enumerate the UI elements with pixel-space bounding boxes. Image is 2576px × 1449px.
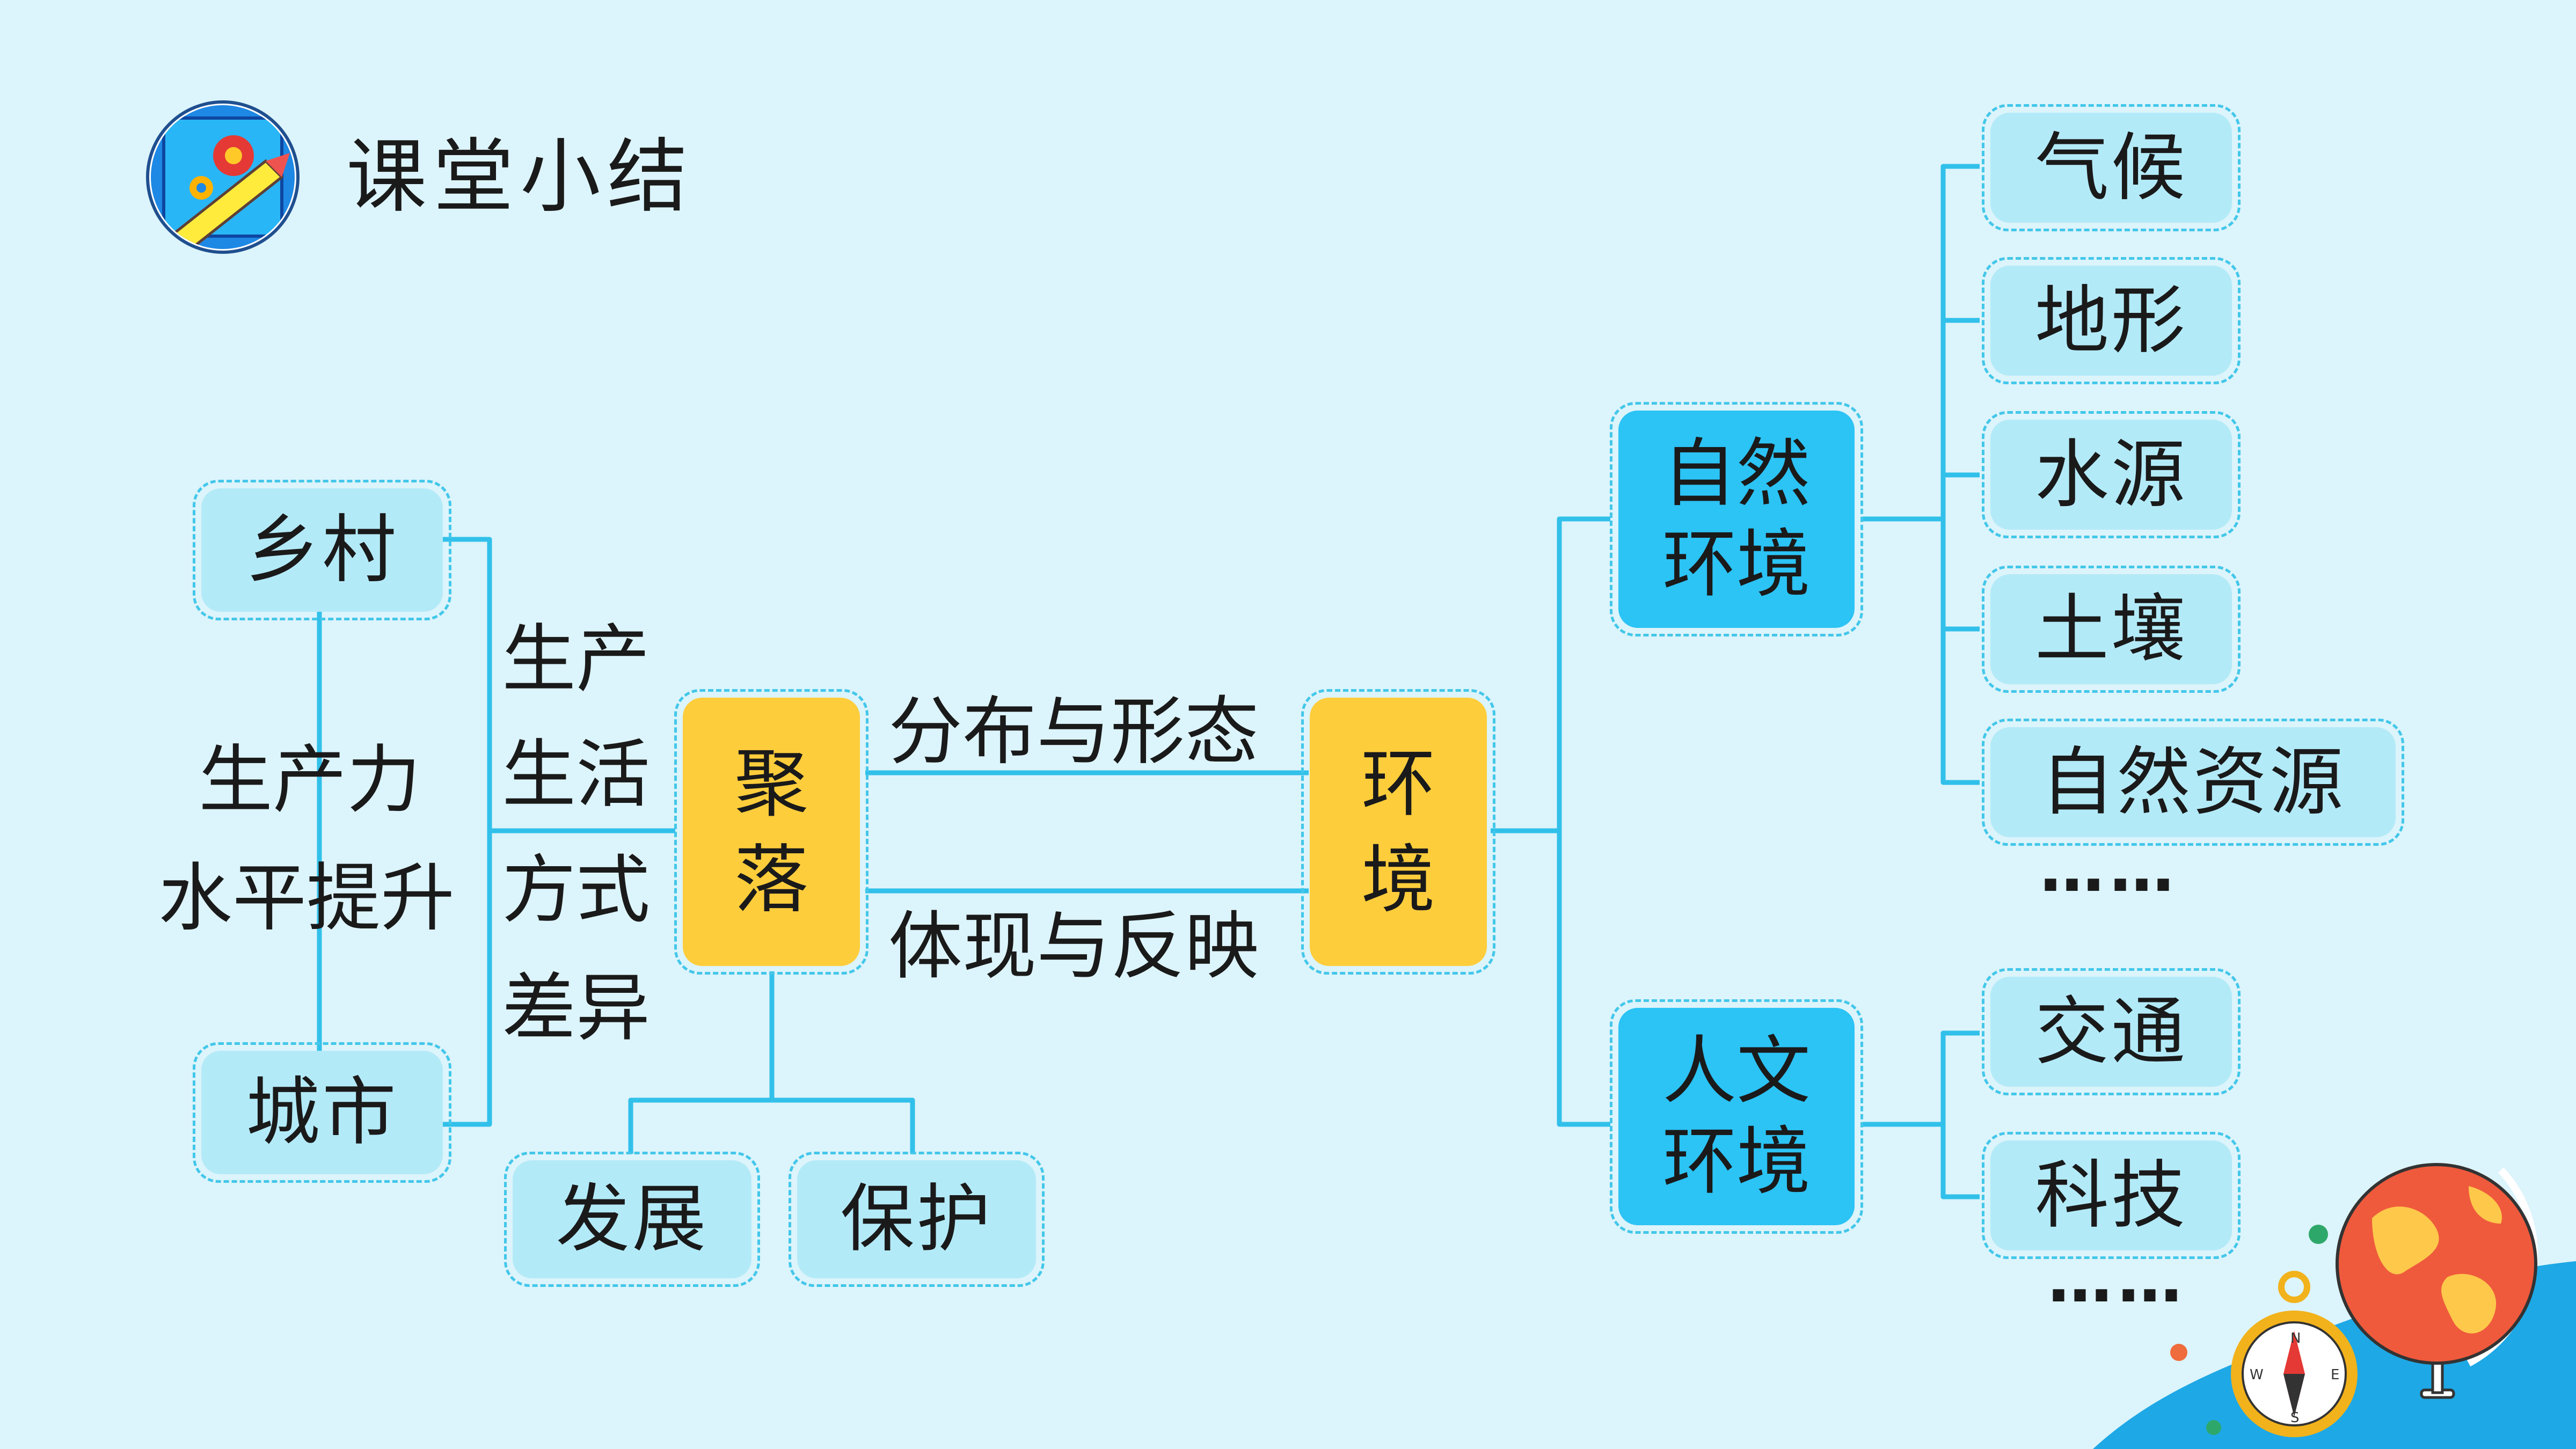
node-human-environment-label: 人文环境 xyxy=(1662,1028,1811,1205)
human-item-transport: 交通 xyxy=(1982,968,2241,1095)
difference-label-line2: 生活 xyxy=(502,731,651,818)
globe-icon xyxy=(2336,1163,2538,1399)
svg-text:W: W xyxy=(2250,1367,2264,1383)
svg-text:E: E xyxy=(2331,1367,2339,1383)
human-more-ellipsis: …… xyxy=(2048,1242,2187,1317)
node-develop: 发展 xyxy=(504,1152,760,1287)
node-environment: 环境 xyxy=(1301,689,1495,975)
natural-item-water: 水源 xyxy=(1982,411,2241,538)
natural-item-climate: 气候 xyxy=(1982,104,2241,231)
page-title: 课堂小结 xyxy=(346,130,695,224)
compass-icon: N S W E xyxy=(2231,1271,2358,1437)
svg-text:N: N xyxy=(2290,1330,2301,1346)
gear-pencil-icon xyxy=(146,100,300,254)
natural-item-label: 自然资源 xyxy=(2040,738,2346,825)
human-item-label: 交通 xyxy=(2034,988,2187,1075)
relation-top-label: 分布与形态 xyxy=(888,689,1259,775)
human-item-label: 科技 xyxy=(2034,1152,2187,1239)
node-human-environment: 人文环境 xyxy=(1610,999,1863,1234)
natural-item-label: 地形 xyxy=(2034,277,2187,364)
node-settlement-label: 聚落 xyxy=(734,740,809,923)
natural-more-ellipsis: …… xyxy=(2040,832,2179,906)
node-natural-environment: 自然环境 xyxy=(1610,402,1863,636)
difference-label-line4: 差异 xyxy=(502,965,651,1051)
relation-bottom-label: 体现与反映 xyxy=(888,903,1259,990)
natural-item-label: 气候 xyxy=(2034,124,2187,211)
natural-item-landform: 地形 xyxy=(1982,257,2241,384)
node-urban: 城市 xyxy=(193,1042,451,1183)
globe-compass-decoration: N S W E xyxy=(2093,1163,2576,1449)
natural-item-soil: 土壤 xyxy=(1982,566,2241,693)
natural-item-resources: 自然资源 xyxy=(1982,719,2404,846)
node-natural-environment-label: 自然环境 xyxy=(1662,430,1811,608)
node-environment-label: 环境 xyxy=(1361,740,1436,923)
driver-label-line2: 水平提升 xyxy=(158,855,455,941)
difference-label-line3: 方式 xyxy=(502,847,651,933)
node-urban-label: 城市 xyxy=(245,1069,398,1155)
driver-label-line1: 生产力 xyxy=(199,737,421,823)
natural-item-label: 水源 xyxy=(2034,431,2187,518)
node-develop-label: 发展 xyxy=(556,1176,709,1262)
header-logo xyxy=(142,97,303,258)
natural-item-label: 土壤 xyxy=(2034,586,2187,672)
node-rural: 乡村 xyxy=(193,480,451,620)
node-protect: 保护 xyxy=(789,1152,1045,1287)
difference-label-line1: 生产 xyxy=(502,616,651,702)
node-settlement: 聚落 xyxy=(674,689,869,975)
node-rural-label: 乡村 xyxy=(245,507,398,593)
human-item-technology: 科技 xyxy=(1982,1132,2241,1259)
svg-text:S: S xyxy=(2290,1410,2300,1426)
node-protect-label: 保护 xyxy=(840,1176,993,1262)
